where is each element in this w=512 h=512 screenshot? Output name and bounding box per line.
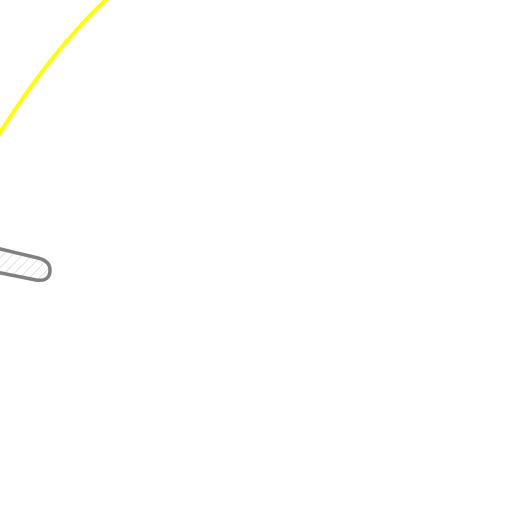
yellow-arc: [0, 0, 109, 137]
hatched-shape: [0, 247, 52, 283]
